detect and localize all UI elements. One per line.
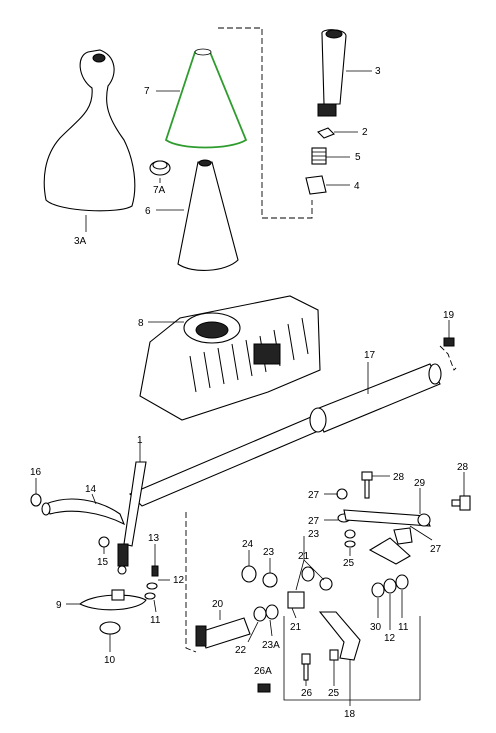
callout-1: 1 [137, 435, 143, 446]
part-24-nut [241, 550, 257, 583]
part-13-small-bolt [151, 544, 159, 577]
callout-26a: 26A [254, 666, 272, 677]
callout-27-b: 27 [308, 516, 320, 527]
part-1-shift-lever [117, 440, 147, 575]
callout-2: 2 [362, 127, 368, 138]
part-17-shift-rod [129, 362, 442, 507]
part-18-link-arm [283, 611, 421, 706]
callout-12-b: 12 [384, 633, 396, 644]
callout-14: 14 [85, 484, 97, 495]
callout-7: 7 [144, 86, 150, 97]
part-11-nut-left [144, 592, 157, 613]
callout-25-b: 25 [328, 688, 340, 699]
callout-25-a: 25 [343, 558, 355, 569]
callout-23-a: 23 [308, 529, 320, 540]
callout-26: 26 [301, 688, 313, 699]
part-3-shift-knob [317, 29, 372, 117]
callout-19: 19 [443, 310, 455, 321]
part-16-washer [30, 478, 42, 507]
callout-29: 29 [414, 478, 426, 489]
callout-28-a: 28 [393, 472, 405, 483]
part-8-console-cover [139, 295, 321, 421]
callout-3: 3 [375, 66, 381, 77]
part-23a-washer [265, 604, 279, 637]
part-26-bolt [301, 653, 311, 686]
callout-5: 5 [355, 152, 361, 163]
callout-16: 16 [30, 467, 42, 478]
part-10-bushing [99, 621, 121, 652]
callout-6: 6 [145, 206, 151, 217]
part-15-bushing [98, 536, 110, 554]
callout-3a: 3A [74, 236, 87, 247]
callout-22: 22 [235, 645, 247, 656]
part-21-joint [287, 559, 333, 619]
part-4-bushing [305, 175, 350, 195]
part-7-cone-highlighted [156, 48, 248, 149]
part-30-lever-assembly [368, 527, 413, 630]
callout-20: 20 [212, 599, 224, 610]
part-28-bolt-b [451, 472, 471, 511]
callout-4: 4 [354, 181, 360, 192]
callout-23a: 23A [262, 640, 280, 651]
part-2-clip [317, 127, 358, 139]
part-14-curved-rod [41, 493, 126, 526]
callout-21-a: 21 [298, 551, 310, 562]
callout-8: 8 [138, 318, 144, 329]
callout-17: 17 [364, 350, 376, 361]
callout-12-a: 12 [173, 575, 185, 586]
part-25-nut-lower [329, 649, 339, 686]
callout-11-a: 11 [150, 615, 161, 626]
part-9-plate [66, 589, 147, 611]
part-23-25-nuts [344, 529, 356, 556]
callout-21-b: 21 [290, 622, 302, 633]
callout-10: 10 [104, 655, 116, 666]
callout-23-b: 23 [263, 547, 275, 558]
part-29-bar [303, 488, 433, 560]
callout-30: 30 [370, 622, 382, 633]
callout-27-c: 27 [430, 544, 442, 555]
callout-7a: 7A [153, 185, 166, 196]
callout-27-a: 27 [308, 490, 320, 501]
part-6-lower-cone [156, 159, 239, 271]
callout-28-b: 28 [457, 462, 469, 473]
callout-15: 15 [97, 557, 109, 568]
part-28-bolt-a [361, 471, 390, 499]
part-26a-bolt [257, 683, 271, 693]
part-12-washer-left [146, 579, 170, 590]
part-23-washer [262, 558, 278, 588]
dashed-guide-upper [218, 27, 313, 219]
part-7a-ring [149, 160, 171, 183]
callout-9: 9 [56, 600, 62, 611]
callout-24: 24 [242, 539, 254, 550]
part-20-coupling [195, 610, 251, 649]
part-3a-shift-boot [43, 49, 136, 232]
callout-11-b: 11 [398, 622, 409, 633]
part-5-spring [311, 147, 350, 165]
part-19-bolt [439, 320, 457, 371]
part-22-washer [247, 606, 267, 643]
callout-13: 13 [148, 533, 160, 544]
callout-18: 18 [344, 709, 356, 720]
dashed-guide-lower [185, 512, 197, 653]
